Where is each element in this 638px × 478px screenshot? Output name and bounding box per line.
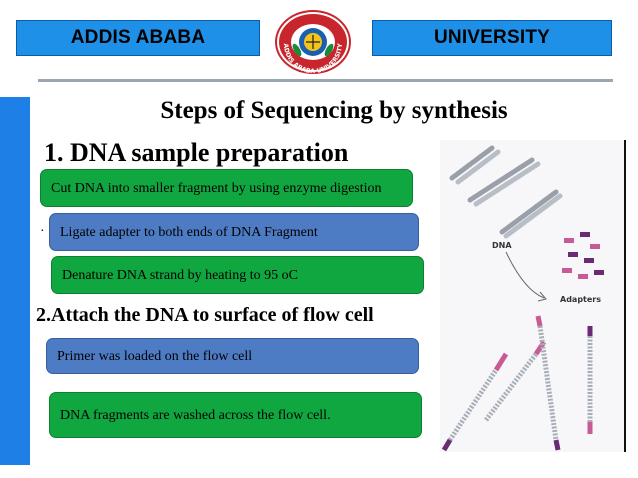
dna-label: DNA xyxy=(492,241,512,250)
step-text: Cut DNA into smaller fragment by using e… xyxy=(51,180,382,196)
step-denature: Denature DNA strand by heating to 95 oC xyxy=(51,256,424,294)
step-text: Primer was loaded on the flow cell xyxy=(57,348,253,364)
adapters-label: Adapters xyxy=(560,295,601,304)
dna-adapters-figure: DNA Adapters xyxy=(440,140,626,452)
step-text: Ligate adapter to both ends of DNA Fragm… xyxy=(60,224,318,240)
step-ligate-adapter: Ligate adapter to both ends of DNA Fragm… xyxy=(49,213,419,251)
slide-title: Steps of Sequencing by synthesis xyxy=(160,97,508,124)
header-banner-left: ADDIS ABABA xyxy=(16,20,260,56)
university-logo: ADDIS ABABA UNIVERSITY xyxy=(275,10,351,75)
section2-heading: 2.Attach the DNA to surface of flow cell xyxy=(36,304,374,326)
header-banner-right: UNIVERSITY xyxy=(372,20,612,56)
header-right-label: UNIVERSITY xyxy=(433,27,551,48)
section1-heading: 1. DNA sample preparation xyxy=(44,138,349,167)
step-text: DNA fragments are washed across the flow… xyxy=(60,407,331,423)
sidebar-bar xyxy=(0,97,30,465)
step-wash-fragments: DNA fragments are washed across the flow… xyxy=(49,392,422,438)
step-cut-dna: Cut DNA into smaller fragment by using e… xyxy=(40,169,413,207)
header-left-label: ADDIS ABABA xyxy=(70,27,206,48)
bullet-marker: · xyxy=(40,224,45,239)
step-text: Denature DNA strand by heating to 95 oC xyxy=(62,267,299,283)
step-primer: Primer was loaded on the flow cell xyxy=(46,338,419,374)
header-divider xyxy=(38,79,613,82)
